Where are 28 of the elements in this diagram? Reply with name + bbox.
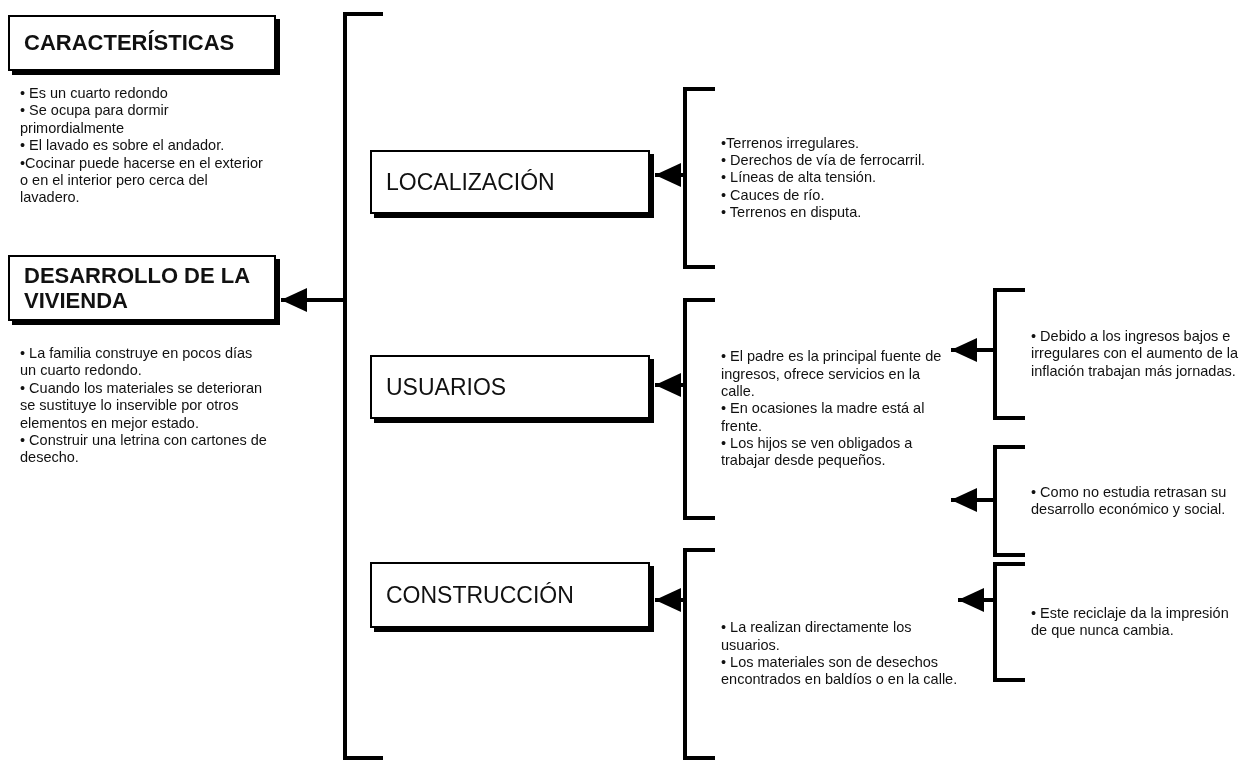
arrow <box>655 163 683 187</box>
bullet-text: • Los materiales son de desechos encontrados en baldíos o en la calle. <box>721 654 958 689</box>
arrow <box>951 338 993 362</box>
arrow <box>655 588 683 612</box>
bullet-text: • Como no estudia retrasan su desarrollo económico y social. <box>1031 483 1228 519</box>
bullet-text: • Cuando los materiales se deterioran se sustituye lo inservible por otros elementos en mejor estado. <box>20 379 264 432</box>
bullet-text: • Se ocupa para dormir primordialmente <box>20 102 170 138</box>
bullet-text: • Este reciclaje da la impresión de que nunca cambia. <box>1031 604 1230 640</box>
bullet-text: • Los hijos se ven obligados a trabajar desde pequeños. <box>721 435 914 470</box>
arrow <box>655 373 683 397</box>
bullet-text: • La realizan directamente los usuarios. <box>721 619 913 654</box>
arrow <box>958 588 993 612</box>
bullet-text: •Cocinar puede hacerse en el exterior o en el interior pero cerca del lavadero. <box>20 154 264 207</box>
bullet-text: • El padre es la principal fuente de ingresos, ofrece servicios en la calle. <box>721 348 943 401</box>
arrow <box>951 488 993 512</box>
bullet-text: • Líneas de alta tensión. <box>721 169 878 187</box>
bracketed-list <box>683 548 958 760</box>
bullet-text: • La familia construye en pocos días un cuarto redondo. <box>20 345 254 380</box>
bullet-text: • El lavado es sobre el andador. <box>20 137 226 155</box>
bullet-text: • Construir una letrina con cartones de desecho. <box>20 431 268 467</box>
bullet-text: • En ocasiones la madre está al frente. <box>721 400 926 436</box>
bullet-text: •Terrenos irregulares. <box>721 134 861 152</box>
bullet-text: • Derechos de vía de ferrocarril. <box>721 151 927 170</box>
arrow <box>281 288 343 312</box>
bullet-text: • Cauces de río. <box>721 186 826 205</box>
bullet-text: • Terrenos en disputa. <box>721 204 863 222</box>
bullet-text: • Debido a los ingresos bajos e irregulares con el aumento de la inflación trabajan más jornadas. <box>1031 327 1240 381</box>
bullet-text: • Es un cuarto redondo <box>20 85 169 103</box>
